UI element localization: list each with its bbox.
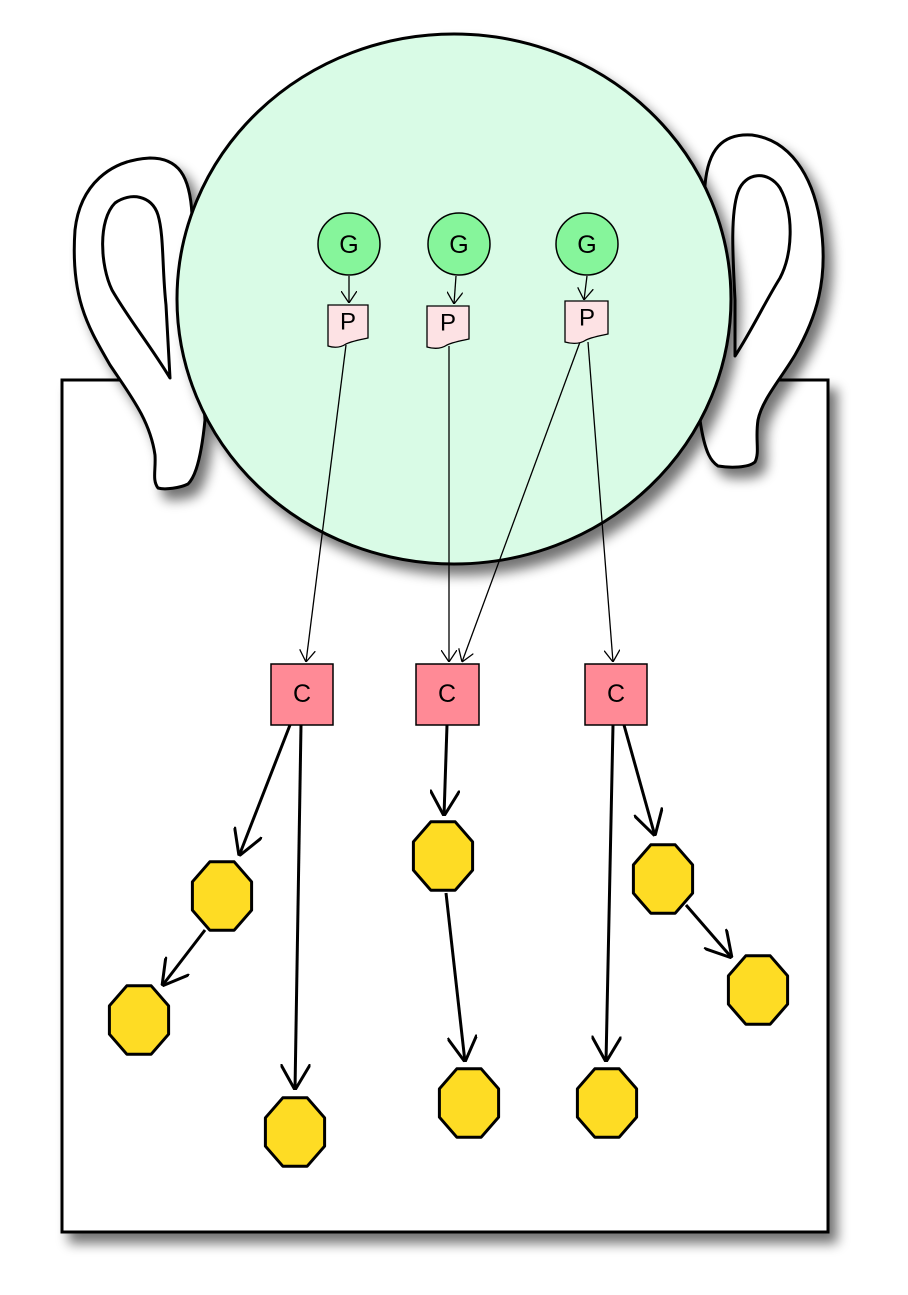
- c-node: C: [415, 663, 480, 726]
- g-node-label: G: [339, 231, 358, 259]
- left-ear: [72, 156, 207, 491]
- edge-p3-c3: [587, 341, 613, 662]
- edge-p1-c1: [306, 344, 347, 662]
- edge-g2-p2: [454, 275, 456, 304]
- octagon-node: [726, 954, 790, 1026]
- g-node: G: [427, 212, 491, 276]
- right-ear: [698, 133, 825, 469]
- edge-c2-h4: [444, 724, 447, 816]
- edge-c3-h7: [622, 724, 655, 836]
- c-node-label: C: [293, 680, 311, 708]
- p-node-label: P: [340, 309, 356, 336]
- edge-c1-h3: [295, 724, 301, 1090]
- octagon-node: [190, 860, 254, 932]
- edge-h4-h5: [444, 892, 465, 1062]
- p-node-label: P: [440, 310, 456, 337]
- edge-c1-h1: [239, 724, 292, 856]
- octagon-node: [575, 1067, 639, 1139]
- edge-g3-p3: [584, 275, 587, 300]
- edge-p3-c2: [462, 341, 581, 662]
- octagon-node: [263, 1096, 327, 1168]
- p-node-label: P: [579, 305, 595, 332]
- g-node-label: G: [449, 231, 468, 259]
- octagon-group: [107, 820, 790, 1168]
- g-node-label: G: [577, 231, 596, 259]
- octagon-node: [437, 1067, 501, 1139]
- c-node: C: [270, 663, 334, 726]
- p-node: P: [564, 300, 609, 344]
- octagon-node: [631, 843, 695, 915]
- octagon-node: [411, 820, 475, 892]
- g-node: G: [555, 212, 619, 276]
- edge-c3-h6: [606, 724, 613, 1062]
- c-node-label: C: [607, 680, 625, 708]
- c-node-label: C: [438, 680, 456, 708]
- edge-h1-h2: [162, 929, 207, 986]
- c-node: C: [584, 663, 648, 726]
- p-node: P: [426, 305, 470, 349]
- edge-h7-h8: [684, 904, 732, 958]
- g-node: G: [317, 212, 381, 276]
- octagon-node: [107, 984, 171, 1056]
- p-node: P: [327, 304, 369, 348]
